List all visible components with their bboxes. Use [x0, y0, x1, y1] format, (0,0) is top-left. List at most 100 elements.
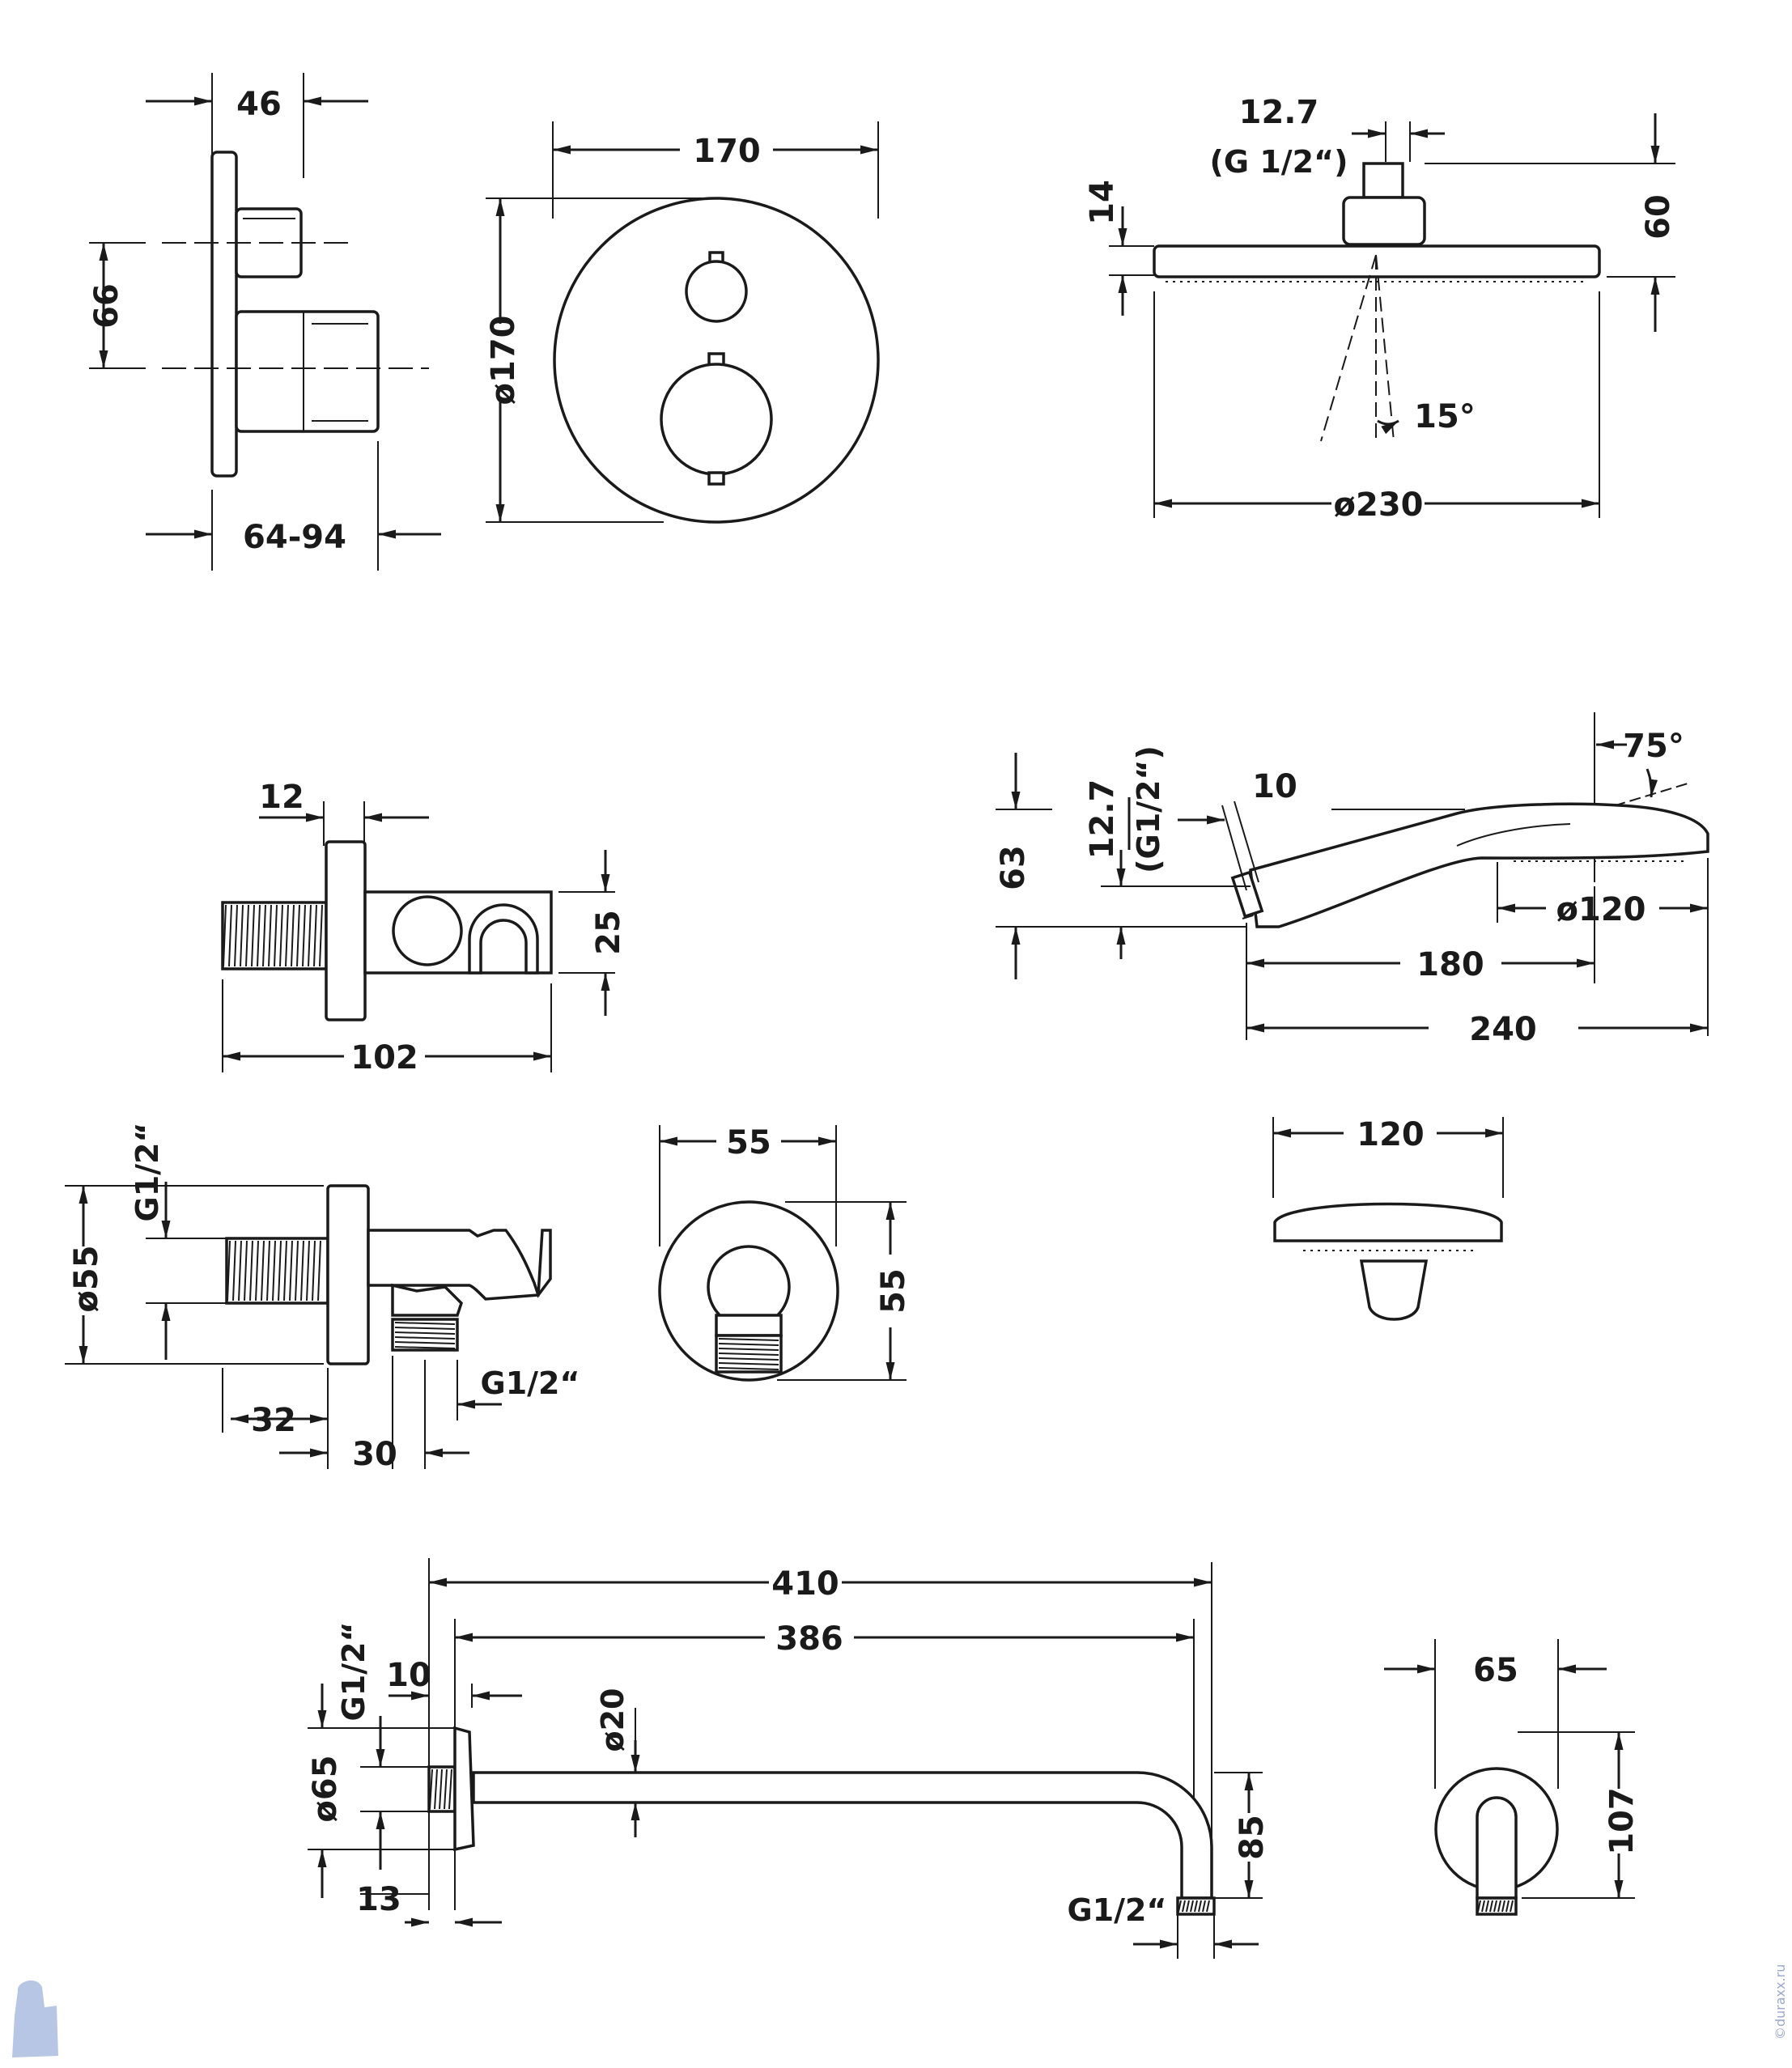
thermostat-front-view: 170 ø170 [485, 121, 880, 524]
dim-diameter-55: ø55 [68, 1245, 105, 1312]
dim-flange-10: 10 [386, 1657, 431, 1694]
thread-line [1497, 1900, 1501, 1913]
dim-rosette-depth-13: 13 [356, 1881, 401, 1918]
thread-line [718, 1367, 779, 1370]
thread-line [312, 1240, 316, 1302]
thread-line [394, 1341, 456, 1344]
outlet-thread [225, 1237, 329, 1305]
thread-line [266, 1240, 270, 1302]
dim-handle-length-180: 180 [1416, 946, 1484, 983]
dim-diameter-170: ø170 [485, 316, 522, 406]
dim-thread-top-g12: G1/2“ [130, 1123, 165, 1222]
shower-holder-view: 12 25 102 [221, 779, 627, 1076]
thread-line [394, 1327, 456, 1330]
dim-width-65: 65 [1473, 1652, 1518, 1689]
thread-line [223, 904, 227, 967]
thread-line [295, 1240, 299, 1302]
dim-spray-angle-15: 15° [1414, 398, 1476, 435]
thread-hatching [1477, 1900, 1514, 1913]
thread-line [244, 1240, 248, 1302]
thread-line [444, 1769, 448, 1810]
dim-height-63: 63 [995, 845, 1032, 890]
thread-line [308, 904, 312, 967]
thread-line [1493, 1900, 1497, 1913]
thread-line [240, 904, 244, 967]
thread-line [1501, 1900, 1505, 1913]
dim-drop-85: 85 [1234, 1815, 1271, 1860]
thread-line [313, 904, 317, 967]
dim-depth-64-94: 64-94 [243, 519, 346, 556]
thread-hatching [1178, 1900, 1210, 1913]
dim-width-170: 170 [693, 133, 761, 170]
thread-line [255, 1240, 259, 1302]
shower-arm-view: 410 386 10 G1/2“ ø65 ø20 13 [307, 1558, 1271, 1959]
dim-thread-g12: (G 1/2“) [1210, 144, 1348, 180]
thread-line [272, 1240, 276, 1302]
dim-tube-diameter-20: ø20 [595, 1688, 631, 1752]
overhead-shower-view: 12.7 (G 1/2“) 60 14 15° ø230 [1084, 94, 1677, 524]
dim-total-length-410: 410 [771, 1565, 839, 1603]
thread-line [718, 1352, 779, 1356]
dim-angle-75: 75° [1623, 728, 1684, 765]
watermark: ©duraxx.ru [12, 1964, 1788, 2057]
thread-line [1190, 1900, 1194, 1913]
dim-height-66: 66 [88, 283, 125, 329]
thread-line [434, 1769, 438, 1810]
outlet-body [367, 1229, 552, 1301]
thread-line [317, 1240, 321, 1302]
thread-line [1477, 1900, 1481, 1913]
flow-knob [685, 260, 748, 323]
thread-line [257, 904, 261, 967]
hand-shower-body [1249, 802, 1709, 928]
dim-rosette-diameter-65: ø65 [307, 1755, 344, 1822]
thread-line [228, 904, 232, 967]
hand-shower-side-view: 75° 10 12.7 (G1/2“) 63 ø120 180 [995, 712, 1709, 1048]
dim-diameter-230: ø230 [1334, 486, 1424, 524]
dim-arm-length-386: 386 [775, 1620, 843, 1658]
thread-line [283, 1240, 287, 1302]
dim-thread-bottom-g12: G1/2“ [481, 1365, 580, 1401]
arm-front-view: 65 107 [1384, 1639, 1641, 1916]
thread-line [232, 1240, 236, 1302]
dim-total-height-60: 60 [1640, 194, 1677, 240]
thread-line [274, 904, 278, 967]
dim-connection-12-7: 12.7 [1084, 779, 1121, 860]
thermostat-side-view: 46 66 64-94 [88, 73, 441, 571]
thread-line [1206, 1900, 1210, 1913]
hand-shower-thread [1230, 870, 1264, 919]
thread-line [718, 1343, 779, 1346]
outlet-front-view: 55 55 [658, 1124, 912, 1382]
thread-hatching [429, 1769, 452, 1810]
thread-line [1489, 1900, 1493, 1913]
thread-line [279, 904, 283, 967]
thread-line [1194, 1900, 1198, 1913]
thread-line [278, 1240, 282, 1302]
watermark-text: ©duraxx.ru [1773, 1964, 1788, 2040]
thread-line [319, 904, 323, 967]
dim-offset-10: 10 [1252, 768, 1297, 805]
hand-shower-handle-front [1359, 1259, 1429, 1321]
thread-line [1481, 1900, 1485, 1913]
dim-connection-12-7: 12.7 [1239, 94, 1319, 131]
holder-rosette [325, 840, 367, 1021]
thread-line [1485, 1900, 1489, 1913]
dim-width-120: 120 [1357, 1116, 1425, 1153]
thread-line [261, 1240, 265, 1302]
thread-line [1202, 1900, 1206, 1913]
thread-hatching [227, 1240, 321, 1302]
thread-line [718, 1348, 779, 1351]
overhead-connector [1362, 162, 1404, 199]
thread-line [285, 904, 289, 967]
wall-plate [210, 151, 238, 478]
thread-line [718, 1362, 779, 1365]
thread-line [1186, 1900, 1190, 1913]
holder-hook [468, 903, 539, 975]
dim-width-46: 46 [236, 86, 282, 123]
thread-line [718, 1338, 779, 1341]
dim-thread-g12: G1/2“ [336, 1622, 372, 1722]
dim-outlet-offset-30: 30 [352, 1436, 397, 1473]
thread-line [302, 904, 306, 967]
thread-line [439, 1769, 443, 1810]
dim-height-55: 55 [875, 1268, 912, 1314]
